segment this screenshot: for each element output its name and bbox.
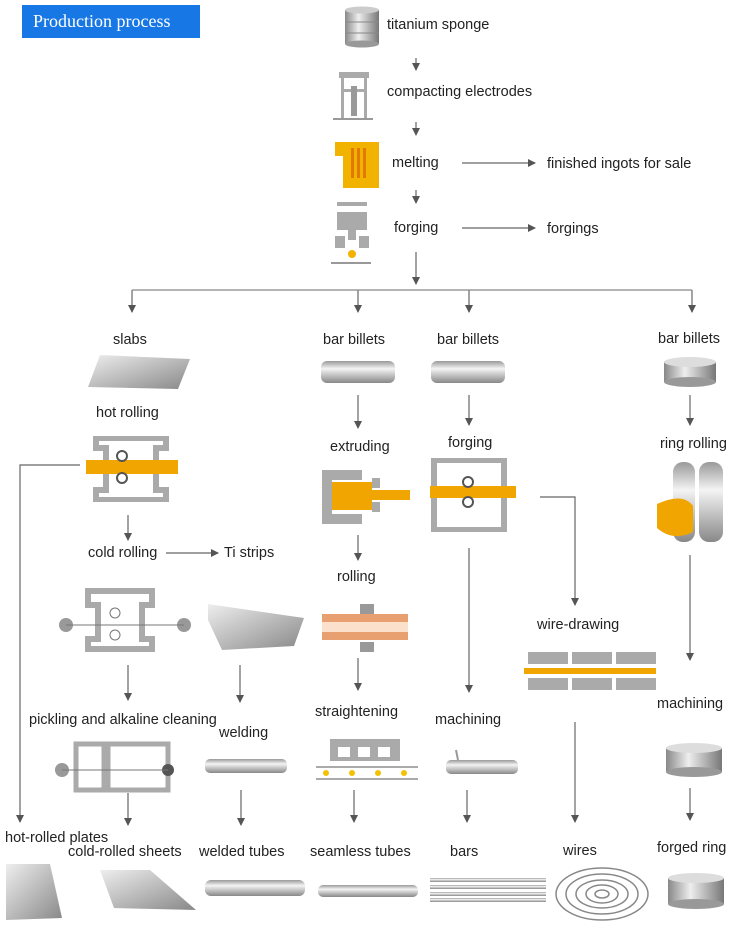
wire-drawing-machine-icon	[524, 652, 656, 690]
label-cold-rolling: cold rolling	[88, 545, 158, 561]
label-bar-billets: bar billets	[323, 332, 386, 348]
page-title: Production process	[22, 5, 200, 38]
bar-billet-icon	[431, 361, 505, 383]
forged-ring-product-icon	[668, 873, 724, 909]
machined-bar-icon	[446, 749, 518, 774]
welded-tube-icon	[205, 759, 287, 773]
label-hot-rolled-plates: hot-rolled plates	[5, 830, 109, 846]
label-wires: wires	[563, 843, 597, 859]
rolling-mill-icon	[322, 604, 408, 652]
hot-rolled-plate-icon	[6, 864, 62, 920]
label-cold-rolled-sheets: cold-rolled sheets	[68, 844, 182, 860]
label-bar-billets: bar billets	[658, 331, 721, 347]
bar-billet-icon	[321, 361, 395, 383]
label-pickling: pickling and alkaline cleaning	[29, 712, 217, 728]
arrow	[16, 464, 80, 823]
label-machining: machining	[657, 696, 724, 712]
label-hot-rolling: hot rolling	[96, 405, 159, 421]
label-seamless-tubes: seamless tubes	[310, 844, 411, 860]
melting-furnace-icon	[335, 142, 379, 188]
label-forging: forging	[448, 435, 493, 451]
forging-press-icon	[331, 202, 371, 264]
arrow	[540, 496, 579, 606]
titanium-sponge-icon	[345, 6, 379, 48]
label-forged-ring: forged ring	[657, 840, 727, 856]
cold-rolled-sheet-icon	[100, 870, 196, 910]
bars-product-icon	[430, 878, 546, 902]
label-welding: welding	[219, 725, 269, 741]
round-billet-icon	[664, 357, 716, 387]
label-titanium-sponge: titanium sponge	[387, 17, 490, 33]
label-bars: bars	[450, 844, 479, 860]
compacting-press-icon	[333, 72, 373, 120]
hot-rolling-mill-icon	[86, 436, 178, 502]
label-bar-billets: bar billets	[437, 332, 500, 348]
extruding-press-icon	[322, 470, 410, 524]
label-slabs: slabs	[113, 332, 147, 348]
label-ring-rolling: ring rolling	[660, 436, 727, 452]
welded-tubes-product-icon	[205, 880, 305, 896]
label-welded-tubes: welded tubes	[199, 844, 285, 860]
label-forgings: forgings	[547, 221, 599, 237]
label-forging: forging	[394, 220, 439, 236]
machined-ring-icon	[666, 743, 722, 777]
label-melting: melting	[392, 155, 439, 171]
straightening-machine-icon	[316, 739, 418, 780]
label-compacting-electrodes: compacting electrodes	[387, 84, 533, 100]
label-wire-drawing: wire-drawing	[537, 617, 620, 633]
label-straightening: straightening	[315, 704, 399, 720]
seamless-tube-product-icon	[318, 885, 418, 897]
wire-coil-icon	[555, 867, 649, 921]
label-rolling: rolling	[337, 569, 376, 585]
cold-rolling-mill-icon	[59, 588, 191, 652]
label-machining: machining	[435, 712, 502, 728]
ring-rolling-icon	[657, 462, 723, 542]
pickling-line-icon	[55, 741, 174, 793]
ti-strip-sheet-icon	[208, 604, 304, 650]
forging-press-icon	[430, 458, 516, 532]
label-extruding: extruding	[330, 439, 390, 455]
label-ti-strips: Ti strips	[224, 545, 275, 561]
slab-icon	[88, 355, 190, 389]
label-finished-ingots: finished ingots for sale	[547, 156, 692, 172]
